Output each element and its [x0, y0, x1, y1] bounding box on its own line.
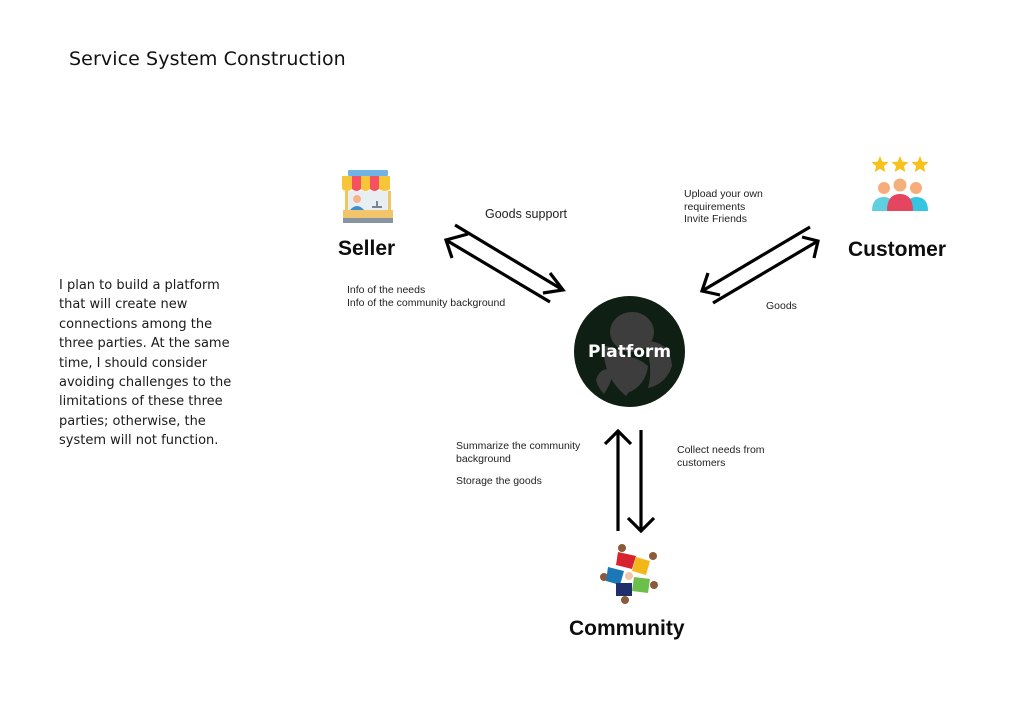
page-title: Service System Construction [69, 48, 346, 70]
arrow-seller-to-platform [454, 223, 566, 295]
edge-label-seller-info: Info of the needs Info of the community … [347, 284, 505, 309]
description-text: I plan to build a platform that will cre… [59, 278, 232, 449]
customer-label: Customer [848, 238, 947, 261]
edge-label-collect-needs: Collect needs from customers [677, 444, 765, 469]
community-group-icon [600, 544, 658, 604]
edge-label-goods: Goods [766, 300, 797, 312]
edge-label-line: customers [677, 456, 726, 469]
arrow-community-to-platform [603, 428, 633, 531]
platform-label: Platform [587, 341, 672, 362]
edge-label-line: requirements [684, 200, 746, 213]
edge-label-customer-upload: Upload your own requirements Invite Frie… [684, 188, 763, 226]
arrow-platform-to-customer [712, 235, 820, 305]
edge-label-line: Upload your own [684, 188, 763, 200]
edge-label-storage: Storage the goods [456, 475, 542, 487]
community-label: Community [569, 617, 685, 640]
seller-label: Seller [338, 237, 396, 260]
edge-label-line: Invite Friends [684, 213, 748, 226]
edge-label-line: Info of the community background [347, 296, 506, 309]
edge-label-line: Summarize the community [456, 440, 581, 452]
platform-node: Platform [574, 296, 685, 407]
arrow-platform-to-community [626, 430, 656, 534]
edge-label-community-summary: Summarize the community background [456, 440, 580, 465]
edge-label-line: background [456, 452, 511, 465]
arrow-customer-to-platform [699, 225, 811, 297]
customers-rating-icon [871, 156, 929, 211]
leaf-logo-icon [596, 312, 672, 396]
edge-label-line: Collect needs from [677, 444, 765, 456]
edge-label-goods-support: Goods support [485, 207, 567, 221]
arrow-platform-to-seller [443, 232, 551, 304]
storefront-icon [342, 170, 393, 223]
edge-label-line: Info of the needs [347, 284, 426, 296]
